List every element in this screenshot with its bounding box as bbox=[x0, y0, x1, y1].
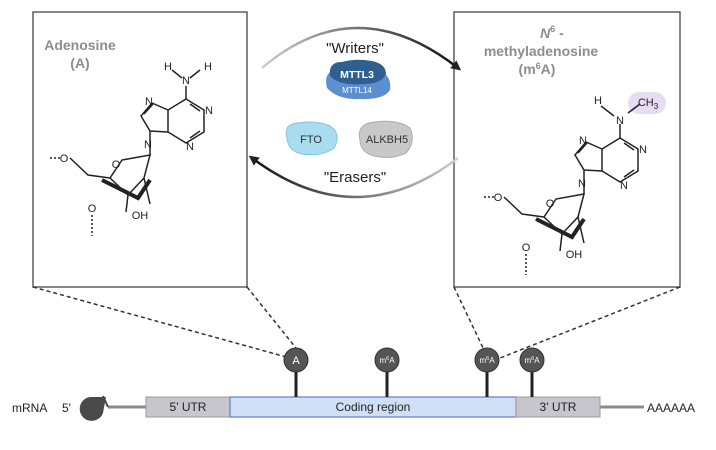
atom-n9: N bbox=[144, 139, 152, 151]
adenosine-panel: Adenosine (A) N H H bbox=[32, 11, 248, 288]
alkbh5-label: ALKBH5 bbox=[366, 134, 408, 146]
writer-eraser-cycle: "Writers" "Erasers" MTTL3 MTTL14 FTO ALK… bbox=[248, 26, 462, 199]
mttl14-label: MTTL14 bbox=[342, 86, 372, 95]
atom-oh: OH bbox=[132, 210, 149, 222]
adenosine-structure bbox=[50, 69, 205, 236]
adenosine-box bbox=[32, 11, 248, 288]
atom-o5: O bbox=[494, 192, 503, 204]
zoom-line-left-a bbox=[32, 286, 291, 359]
mrna-track: mRNA 5' 5' UTR Coding region 3' UTR AAAA… bbox=[12, 395, 695, 421]
fto-label: FTO bbox=[300, 134, 322, 146]
cap-label: 5' bbox=[62, 401, 71, 415]
atom-o3: O bbox=[88, 203, 97, 215]
atom-n-amino: N bbox=[182, 75, 190, 87]
atom-n7: N bbox=[145, 96, 153, 108]
site-a: A bbox=[283, 347, 309, 397]
m6a-panel: N6 - methyladenosine (m6A) H N CH3 N bbox=[453, 11, 681, 288]
erasers-label: "Erasers" bbox=[324, 169, 386, 186]
m6a-abbrev: (m6A) bbox=[519, 61, 556, 77]
site-a-circle bbox=[283, 347, 309, 373]
utr3-box bbox=[515, 396, 601, 418]
site-m6a-1: m6A bbox=[374, 347, 400, 397]
mttl3-mttl14-complex: MTTL3 MTTL14 bbox=[326, 59, 391, 100]
writers-label: "Writers" bbox=[326, 40, 384, 57]
zoom-line-right-b bbox=[489, 286, 681, 363]
zoom-line-left-b bbox=[246, 286, 297, 349]
site-m6a-2-circle bbox=[474, 347, 500, 373]
atom-o5: O bbox=[60, 153, 69, 165]
atom-o3: O bbox=[522, 242, 531, 254]
methyl-highlight bbox=[628, 92, 666, 114]
atom-oh: OH bbox=[566, 249, 583, 261]
site-m6a-1-circle bbox=[374, 347, 400, 373]
atom-n1: N bbox=[205, 105, 213, 117]
writers-arrow bbox=[261, 26, 462, 71]
fto-shape bbox=[285, 121, 338, 156]
atom-o-ring: O bbox=[546, 198, 555, 210]
atom-n3: N bbox=[186, 141, 194, 153]
polya-label: AAAAAA bbox=[647, 401, 695, 415]
m6a-title: N6 - bbox=[540, 24, 564, 41]
utr3-label: 3' UTR bbox=[540, 400, 577, 414]
site-m6a-3: m6A bbox=[519, 347, 545, 397]
utr5-label: 5' UTR bbox=[170, 400, 207, 414]
mttl3-label: MTTL3 bbox=[340, 69, 374, 81]
m6a-bold-bond bbox=[535, 217, 586, 240]
atom-n-methyl: N bbox=[616, 115, 624, 127]
site-a-label: A bbox=[292, 355, 300, 367]
mttl3-shape bbox=[329, 59, 386, 85]
site-m6a-3-circle bbox=[519, 347, 545, 373]
adenosine-title: Adenosine bbox=[44, 37, 116, 53]
atom-n7: N bbox=[579, 135, 587, 147]
zoom-line-right-a bbox=[453, 286, 485, 351]
atom-h1: H bbox=[164, 61, 172, 73]
adenosine-bold-bond bbox=[101, 178, 152, 201]
m6a-title-line2: methyladenosine bbox=[484, 43, 599, 59]
atom-n9: N bbox=[578, 178, 586, 190]
adenosine-abbrev: (A) bbox=[70, 55, 89, 71]
modification-sites: A m6A m6A m6A bbox=[283, 347, 545, 397]
fto-protein: FTO bbox=[285, 121, 338, 156]
cap-icon bbox=[79, 397, 106, 421]
zoom-lines bbox=[32, 286, 681, 363]
m6a-box bbox=[453, 11, 681, 288]
atom-h: H bbox=[594, 95, 602, 107]
erasers-arrow bbox=[248, 155, 459, 199]
site-m6a-1-label: m6A bbox=[379, 356, 395, 365]
m6a-structure bbox=[484, 103, 641, 275]
site-m6a-2: m6A bbox=[474, 347, 500, 397]
atom-n3: N bbox=[620, 180, 628, 192]
alkbh5-shape bbox=[358, 120, 413, 158]
site-m6a-3-label: m6A bbox=[524, 356, 540, 365]
site-m6a-2-label: m6A bbox=[479, 356, 495, 365]
atom-h2: H bbox=[204, 61, 212, 73]
atom-ch3: CH3 bbox=[638, 97, 659, 111]
alkbh5-protein: ALKBH5 bbox=[358, 120, 413, 158]
atom-o-ring: O bbox=[112, 159, 121, 171]
atom-n1: N bbox=[639, 144, 647, 156]
coding-region-label: Coding region bbox=[336, 400, 411, 414]
mrna-label: mRNA bbox=[12, 401, 47, 415]
